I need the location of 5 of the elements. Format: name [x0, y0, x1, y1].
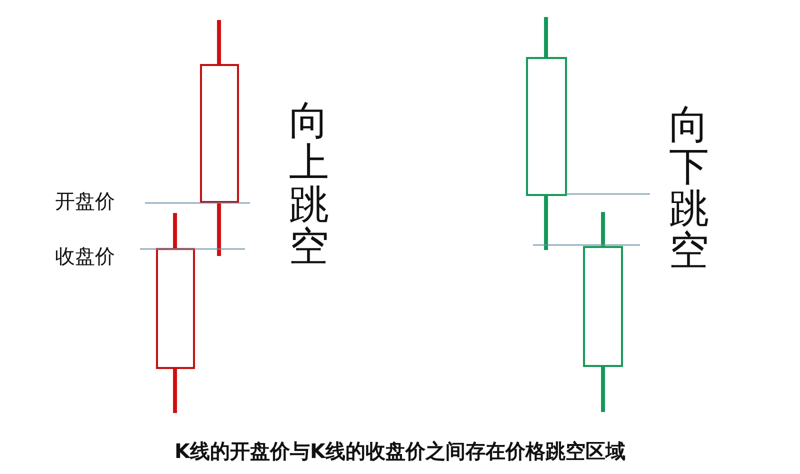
- gap-label: 向下跳空: [668, 104, 710, 272]
- price-label: 开盘价: [55, 188, 115, 215]
- price-label: 收盘价: [55, 243, 115, 270]
- gap-label: 向上跳空: [288, 100, 330, 268]
- caption: K线的开盘价与K线的收盘价之间存在价格跳空区域: [174, 439, 626, 463]
